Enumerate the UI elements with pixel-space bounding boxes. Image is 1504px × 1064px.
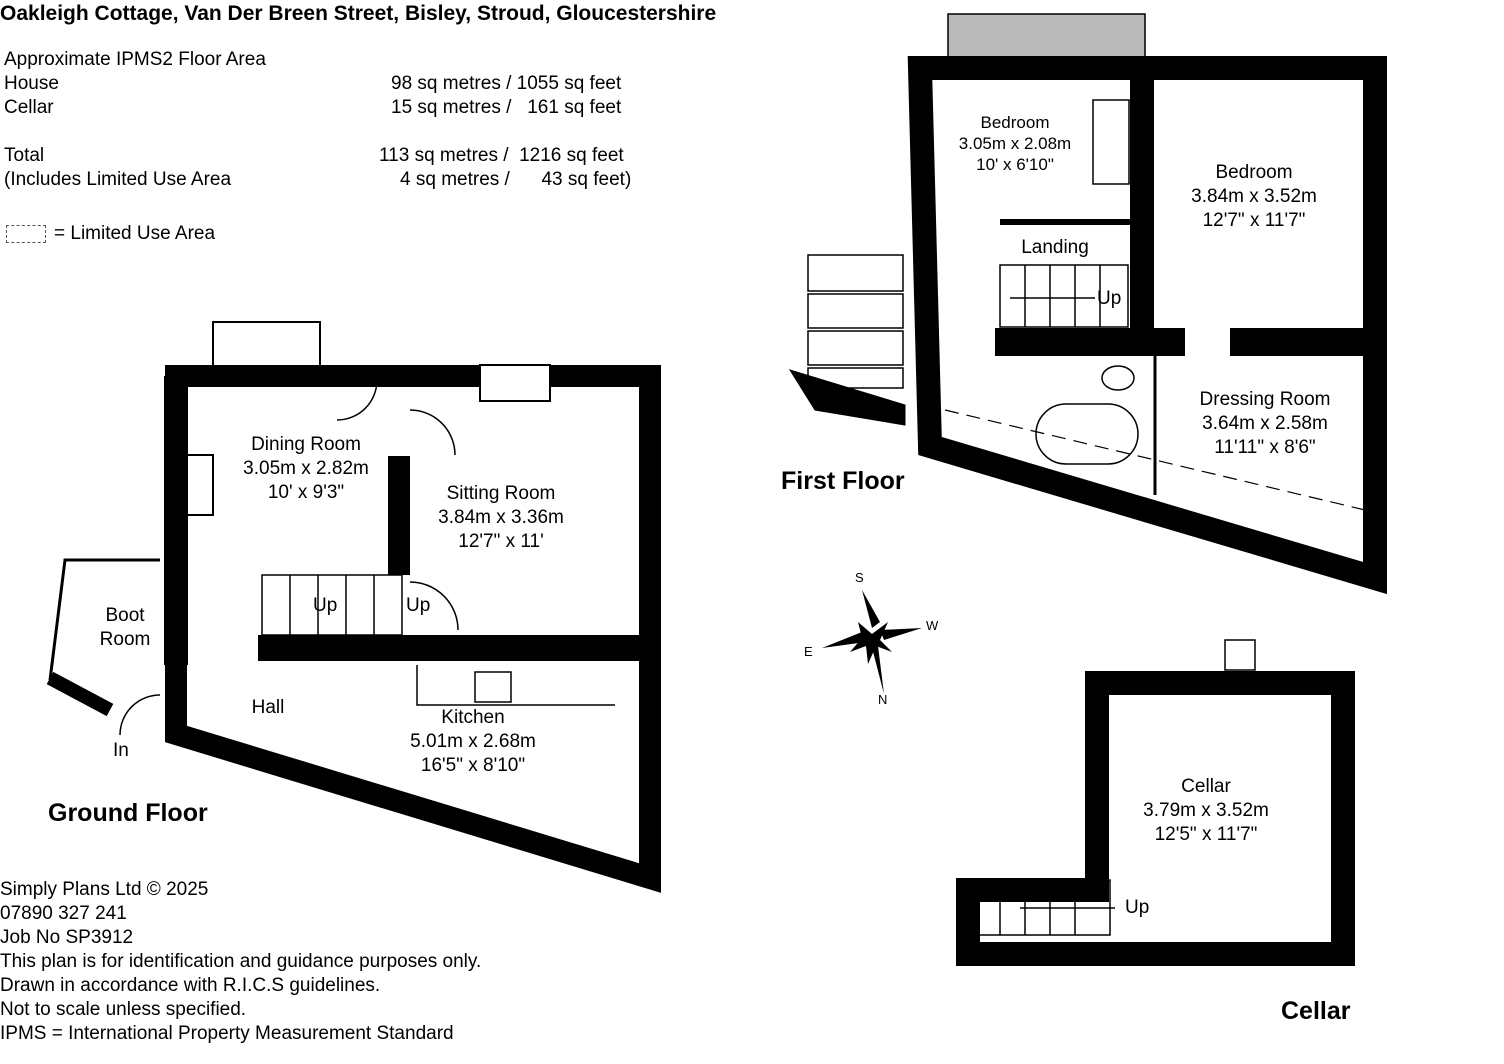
roof-lights bbox=[807, 254, 904, 389]
area-value-total: 113 sq metres / 1216 sq feet bbox=[379, 145, 624, 166]
cellar-stairs bbox=[959, 879, 1115, 936]
room-hall: Hall bbox=[251, 697, 285, 718]
boot-room-wall bbox=[46, 671, 114, 717]
compass-e: E bbox=[804, 644, 813, 659]
stairs-up-label: Up bbox=[1125, 897, 1150, 918]
footer-job: Job No SP3912 bbox=[0, 927, 134, 948]
footer-company: Simply Plans Ltd © 2025 bbox=[0, 879, 209, 900]
door-swing bbox=[409, 581, 459, 631]
footer-phone: 07890 327 241 bbox=[0, 903, 127, 924]
ground-stairs bbox=[261, 574, 403, 636]
cellar-floor-label: Cellar bbox=[1281, 997, 1351, 1025]
compass-n: N bbox=[878, 692, 887, 707]
roof-wall bbox=[788, 369, 906, 426]
first-outer-walls bbox=[907, 56, 1387, 595]
kitchen-counter bbox=[416, 665, 615, 706]
door-swing bbox=[336, 379, 378, 421]
entrance-label: In bbox=[113, 740, 129, 761]
footer-ipms: IPMS = International Property Measuremen… bbox=[0, 1023, 454, 1044]
limited-use-line bbox=[944, 409, 1366, 511]
area-label-limited: (Includes Limited Use Area bbox=[4, 169, 232, 190]
footer-disclaimer: This plan is for identification and guid… bbox=[0, 951, 482, 972]
door-swing bbox=[409, 409, 456, 456]
shower bbox=[1092, 99, 1130, 185]
bath bbox=[1035, 403, 1139, 465]
compass-w: W bbox=[926, 618, 939, 633]
bay-window bbox=[212, 321, 321, 365]
boot-room-walls bbox=[48, 558, 160, 681]
first-floor-label: First Floor bbox=[781, 467, 905, 495]
footer-scale: Not to scale unless specified. bbox=[0, 999, 247, 1020]
compass-rose-icon bbox=[822, 590, 922, 694]
stairs-up-label: Up bbox=[313, 595, 338, 616]
area-label-house: House bbox=[4, 73, 59, 94]
limited-use-legend-icon bbox=[6, 224, 46, 243]
footer-rics: Drawn in accordance with R.I.C.S guideli… bbox=[0, 975, 381, 996]
stairs-up-label: Up bbox=[1097, 288, 1122, 309]
area-value-house: 98 sq metres / 1055 sq feet bbox=[391, 73, 622, 94]
area-label-total: Total bbox=[4, 145, 45, 166]
door-swing bbox=[119, 694, 161, 736]
compass-s: S bbox=[855, 570, 864, 585]
legend-limited-use: = Limited Use Area bbox=[6, 223, 215, 245]
window bbox=[479, 364, 551, 402]
chimney-roof bbox=[947, 13, 1146, 59]
legend-text: = Limited Use Area bbox=[54, 223, 216, 244]
first-floor-plan bbox=[788, 13, 1387, 595]
sink bbox=[174, 454, 214, 516]
cellar-walls bbox=[956, 671, 1355, 966]
ground-floor-label: Ground Floor bbox=[48, 799, 208, 827]
cellar-plan bbox=[956, 639, 1355, 966]
ground-floor-plan bbox=[46, 321, 661, 893]
hob bbox=[474, 671, 512, 703]
room-landing: Landing bbox=[1021, 237, 1089, 258]
property-title: Oakleigh Cottage, Van Der Breen Street, … bbox=[0, 2, 717, 25]
area-label-cellar: Cellar bbox=[4, 97, 54, 118]
area-value-cellar: 15 sq metres / 161 sq feet bbox=[391, 97, 622, 118]
chimney bbox=[1224, 639, 1256, 671]
toilet bbox=[1101, 365, 1135, 391]
first-stairs bbox=[999, 264, 1129, 328]
area-value-limited: 4 sq metres / 43 sq feet) bbox=[400, 169, 632, 190]
area-heading: Approximate IPMS2 Floor Area bbox=[4, 49, 266, 70]
stairs-up-label: Up bbox=[406, 595, 431, 616]
